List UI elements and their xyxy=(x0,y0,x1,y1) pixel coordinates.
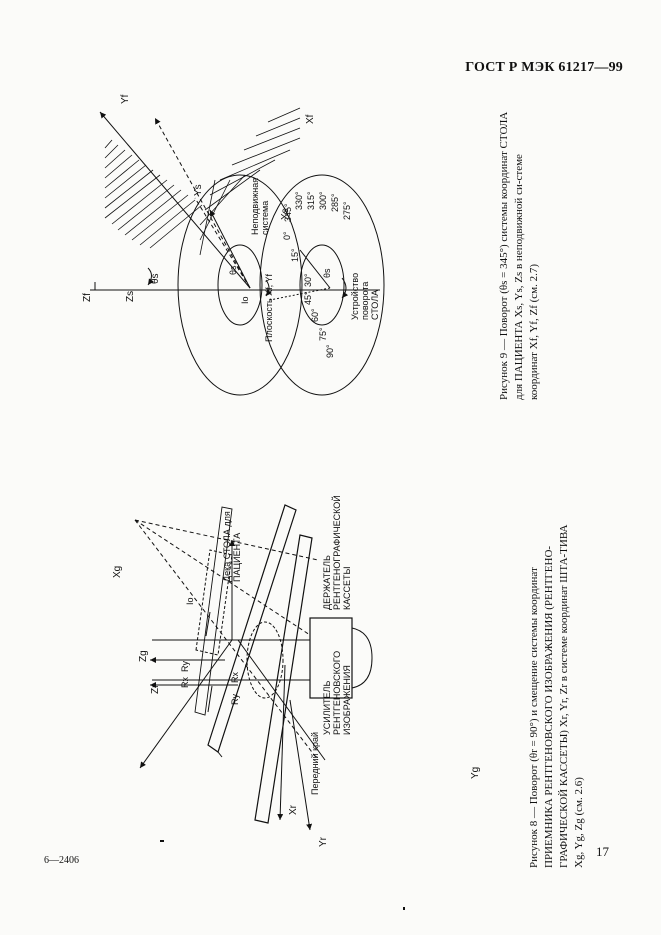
fig8-label-cassette-holder: ДЕРЖАТЕЛЬ РЕНТГЕНОГРАФИЧЕСКОЙ КАССЕТЫ xyxy=(322,495,352,610)
fig9-label-theta-s-bottom: θs xyxy=(322,268,332,278)
figure9-caption: Рисунок 9 — Поворот (θs = 345°) системы … xyxy=(498,111,540,400)
fig8-label-ry1: Ry xyxy=(180,661,190,672)
intensifier-body xyxy=(309,617,353,699)
fig9-angle-90: 90° xyxy=(325,344,335,358)
fig9-angle-45: 45° xyxy=(303,291,313,305)
fig9-angle-0: 0° xyxy=(282,231,292,240)
fig8-label-xg: Xg xyxy=(112,565,123,578)
print-mark-dash xyxy=(160,840,164,842)
print-code: 6—2406 xyxy=(44,855,79,866)
figure8-drawing xyxy=(134,504,373,831)
rotation-device-disc xyxy=(259,174,385,396)
fig9-angle-30: 30° xyxy=(303,273,313,287)
fig9-angle-345: 345° xyxy=(283,203,293,222)
fig9-label-zs: Zs xyxy=(125,290,136,302)
cassette-holder-plate xyxy=(254,534,313,824)
fig8-label-ry2: Ry xyxy=(230,694,240,705)
fig8-label-xr: Xr xyxy=(288,805,299,815)
fig8-label-rx2: Rx xyxy=(230,672,240,683)
fig8-label-zr: Zr xyxy=(150,684,161,694)
fig9-label-fixed-system: Неподвижная система xyxy=(250,177,270,235)
fig9-label-yf: Yf xyxy=(120,94,131,104)
figure9-drawing xyxy=(90,107,385,396)
fig8-label-rx1: Rx xyxy=(180,677,190,688)
fig9-angle-15: 15° xyxy=(290,248,300,262)
fig9-angle-300: 300° xyxy=(318,191,328,210)
fig8-label-zg: Zg xyxy=(138,650,149,662)
fig8-label-yr: Yr xyxy=(318,837,329,847)
print-mark-dot xyxy=(403,907,405,910)
fig9-label-theta-s: θs xyxy=(150,273,161,284)
fig8-label-table-deck: Дека СТОЛА для ПАЦИЕНТА xyxy=(222,511,242,582)
cassette-plate xyxy=(194,506,233,716)
fig9-label-rotation-device: Устройство поворота СТОЛА xyxy=(350,272,380,320)
fig8-label-yg: Yg xyxy=(470,766,481,779)
fig9-angle-60: 60° xyxy=(310,308,320,322)
page-number: 17 xyxy=(596,844,609,859)
fig8-label-io: Io xyxy=(185,597,195,605)
fig9-label-xf: Xf xyxy=(305,114,316,124)
fig9-angle-315: 315° xyxy=(306,191,316,210)
fig9-label-theta-s-top: θs xyxy=(228,265,238,275)
fig9-angle-275: 275° xyxy=(342,201,352,220)
fig8-label-intensifier: УСИЛИТЕЛЬ РЕНТГЕНОВСКОГО ИЗОБРАЖЕНИЯ xyxy=(322,650,352,735)
fig8-label-front-edge: Передний край xyxy=(310,731,320,795)
fig9-angle-75: 75° xyxy=(318,327,328,341)
standard-header: ГОСТ Р МЭК 61217—99 xyxy=(465,60,623,75)
fig9-label-zf: Zf xyxy=(82,293,93,302)
fig9-angle-285: 285° xyxy=(330,193,340,212)
table-deck-slab xyxy=(207,504,297,753)
fig9-label-io: Io xyxy=(240,296,250,304)
figure8-caption: Рисунок 8 — Поворот (θr = 90°) и смещени… xyxy=(528,524,585,868)
fig9-label-ys: Ys xyxy=(193,184,204,196)
fixed-plane-disc xyxy=(177,174,303,396)
fig9-label-fixed-plane: Плоскость Xf, Yf xyxy=(264,273,274,342)
fig9-angle-330: 330° xyxy=(294,191,304,210)
